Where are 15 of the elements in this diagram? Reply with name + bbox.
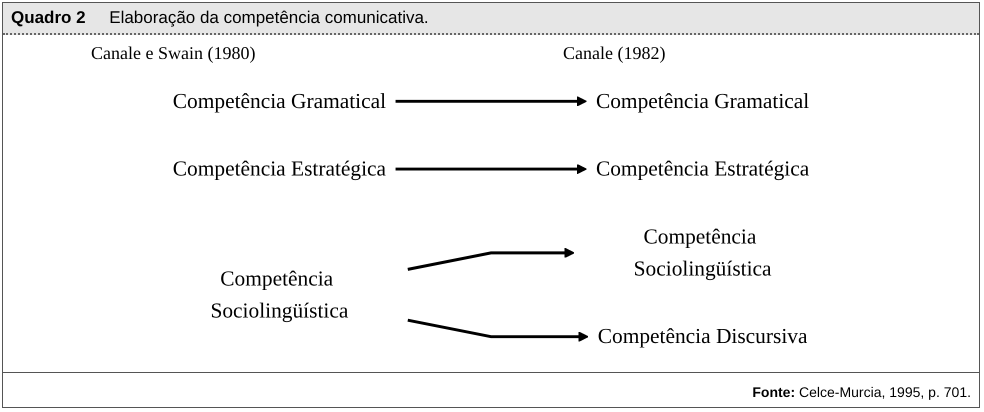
- source-caption: Fonte: Celce-Murcia, 1995, p. 701.: [752, 384, 971, 400]
- node-text: Competência Discursiva: [598, 324, 808, 348]
- column-heading: Canale e Swain (1980): [91, 43, 256, 64]
- node-text: Competência Gramatical: [596, 88, 810, 113]
- arrow: [396, 164, 587, 174]
- table-title: Quadro 2 Elaboração da competência comunicativa.: [3, 3, 979, 35]
- arrow: [396, 96, 587, 107]
- node-text: Competência Gramatical: [172, 88, 386, 113]
- arrow: [408, 248, 575, 271]
- node-text: Competência Estratégica: [596, 156, 810, 180]
- column-heading: Canale (1982): [563, 43, 666, 64]
- node-text: Competência Sociolingüística: [634, 224, 772, 280]
- arrow: [408, 318, 589, 342]
- node-text: Competência Sociolingüística: [210, 266, 348, 322]
- node-text: Competência Estratégica: [172, 156, 386, 180]
